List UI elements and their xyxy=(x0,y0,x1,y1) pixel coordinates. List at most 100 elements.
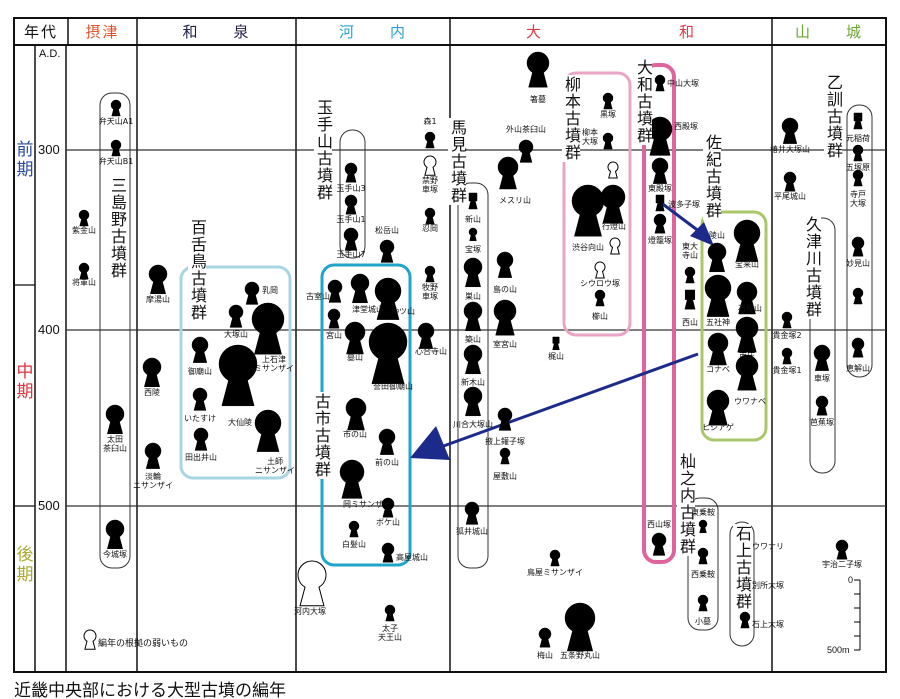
kofun-label: 古室山 xyxy=(306,292,330,301)
keyhole-tomb-icon xyxy=(468,192,478,210)
keyhole-tomb-icon xyxy=(468,227,478,242)
keyhole-tomb-icon xyxy=(344,194,358,215)
kofun-label: 土師 ニサンザイ xyxy=(255,457,295,476)
keyhole-tomb-icon xyxy=(852,144,864,162)
keyhole-tomb-icon xyxy=(254,409,282,452)
keyhole-tomb-icon xyxy=(602,132,614,150)
kofun-label: 玉手山3 xyxy=(336,184,366,193)
year-500: 500 xyxy=(38,498,60,513)
kofun-label: 柳本 大塚 xyxy=(582,128,598,147)
kofun-label: 玉手山7 xyxy=(336,250,366,259)
keyhole-tomb-icon xyxy=(653,213,667,234)
keyhole-tomb-icon xyxy=(148,264,168,295)
keyhole-tomb-icon xyxy=(417,322,435,349)
kofun-label: メスリ山 xyxy=(499,196,531,205)
keyhole-tomb-icon xyxy=(327,279,343,303)
keyhole-tomb-outline-icon xyxy=(607,161,619,179)
keyhole-tomb-icon xyxy=(381,542,395,563)
keyhole-tomb-icon xyxy=(733,219,761,262)
group-label: 佐紀古墳群 xyxy=(703,133,722,220)
kofun-label: 貴金塚2 xyxy=(772,331,802,340)
kofun-label: 紫金山 xyxy=(72,226,96,235)
keyhole-tomb-icon xyxy=(594,289,606,307)
kofun-label: 岡ミサンザイ xyxy=(343,500,391,509)
kofun-label: 宇治二子塚 xyxy=(822,560,862,569)
kofun-label: 五塚原 xyxy=(846,163,870,172)
group-boundary xyxy=(457,182,489,569)
group-boundary xyxy=(729,521,755,647)
kofun-label: 玉手山1 xyxy=(336,215,366,224)
kofun-label: 宮山 xyxy=(326,331,342,340)
keyhole-tomb-icon xyxy=(781,347,793,365)
kofun-label: 西陵 xyxy=(144,388,160,397)
keyhole-tomb-icon xyxy=(852,287,864,305)
kofun-label: 田出井山 xyxy=(185,453,217,462)
keyhole-tomb-icon xyxy=(781,117,799,144)
kofun-label: 西殿塚 xyxy=(674,122,698,131)
kofun-label: 牧野 車塚 xyxy=(422,283,438,302)
keyhole-tomb-icon xyxy=(707,242,727,273)
scale-zero-label: 0 xyxy=(848,575,854,585)
keyhole-tomb-icon xyxy=(602,92,614,110)
keyhole-tomb-icon xyxy=(378,428,396,455)
kofun-label: 市の山 xyxy=(343,430,367,439)
keyhole-tomb-icon xyxy=(735,316,759,353)
kofun-label: 掖上鑵子塚 xyxy=(485,437,525,446)
header-settsu: 摂津 xyxy=(85,23,120,41)
kofun-label: 大塚山 xyxy=(224,330,248,339)
arrow-line xyxy=(437,352,699,450)
keyhole-tomb-icon xyxy=(78,209,90,227)
group-boundary xyxy=(687,497,719,631)
header-yamato: 大 和 xyxy=(525,23,696,41)
kofun-label: 恵解山 xyxy=(846,364,870,373)
kofun-label: 狐井城山 xyxy=(456,527,488,536)
keyhole-tomb-icon xyxy=(344,321,366,355)
kofun-label: いたすけ xyxy=(184,414,216,423)
keyhole-tomb-icon xyxy=(368,322,408,385)
kofun-label: 島の山 xyxy=(493,285,517,294)
keyhole-tomb-icon xyxy=(518,139,534,163)
keyhole-tomb-icon xyxy=(463,301,483,332)
keyhole-tomb-icon xyxy=(343,227,359,251)
keyhole-tomb-icon xyxy=(851,337,865,358)
kofun-label: 森1 xyxy=(423,117,437,126)
kofun-label: 西山塚 xyxy=(647,520,671,529)
kofun-label: 陵山 xyxy=(709,231,725,240)
keyhole-tomb-icon xyxy=(105,519,125,550)
kofun-label: ウワナベ xyxy=(734,397,766,406)
keyhole-tomb-icon xyxy=(549,549,561,567)
keyhole-tomb-icon xyxy=(651,532,667,556)
kofun-label: 西乗鞍 xyxy=(691,570,715,579)
kofun-label: 芭蕉塚 xyxy=(810,418,834,427)
kofun-label: 貴金塚1 xyxy=(772,366,802,375)
keyhole-tomb-icon xyxy=(463,257,483,288)
year-ad: A.D. xyxy=(39,48,61,60)
kofun-label: 松岳山 xyxy=(375,226,399,235)
group-label: 馬見古墳群 xyxy=(448,118,467,205)
kofun-label: 太子 天王山 xyxy=(378,624,402,643)
keyhole-tomb-icon xyxy=(350,273,370,304)
kofun-label: 宝塚 xyxy=(465,245,481,254)
keyhole-tomb-icon xyxy=(344,162,358,183)
kofun-label: 摩湯山 xyxy=(146,295,170,304)
keyhole-tomb-icon xyxy=(144,442,162,469)
kofun-label: 墓山 xyxy=(347,353,363,362)
kofun-label: 淡輪 ニサンザイ xyxy=(133,472,173,491)
keyhole-tomb-icon xyxy=(493,299,517,336)
kofun-label: 御廟山 xyxy=(188,367,212,376)
arrow-line xyxy=(659,200,701,234)
kofun-label: 渋谷向山 xyxy=(572,243,604,252)
keyhole-tomb-icon xyxy=(193,427,209,451)
kofun-label: 妙見山 xyxy=(846,259,870,268)
era-middle: 中期 xyxy=(16,362,34,402)
group-label: 古市古墳群 xyxy=(312,392,331,479)
kofun-label: 高屋城山 xyxy=(396,553,428,562)
kofun-label: 太田 茶臼山 xyxy=(103,435,127,454)
kofun-label: 櫛山 xyxy=(592,312,608,321)
keyhole-tomb-icon xyxy=(339,459,365,499)
keyhole-tomb-icon xyxy=(853,112,863,130)
keyhole-tomb-icon xyxy=(835,539,849,560)
header-izumi: 和 泉 xyxy=(182,23,251,41)
kofun-label: 行燈山 xyxy=(602,222,626,231)
